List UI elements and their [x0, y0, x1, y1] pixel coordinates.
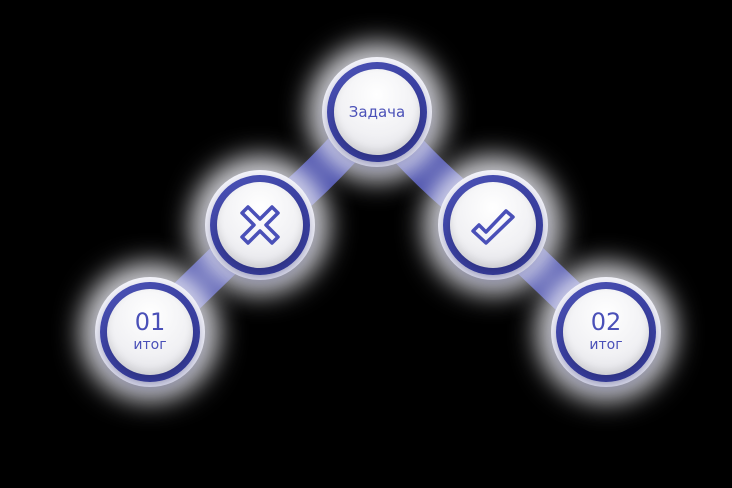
x-cross-icon	[240, 205, 280, 245]
result-02-number: 02	[590, 308, 622, 336]
node-fail	[205, 170, 315, 280]
node-task: Задача	[322, 57, 432, 167]
node-success	[438, 170, 548, 280]
result-01-number: 01	[134, 308, 166, 336]
node-result-01: 01 итог	[95, 277, 205, 387]
result-01-label: итог	[133, 337, 167, 353]
result-02-label: итог	[589, 337, 623, 353]
task-label: Задача	[348, 103, 406, 121]
node-result-02: 02 итог	[551, 277, 661, 387]
checkmark-icon	[471, 209, 515, 245]
